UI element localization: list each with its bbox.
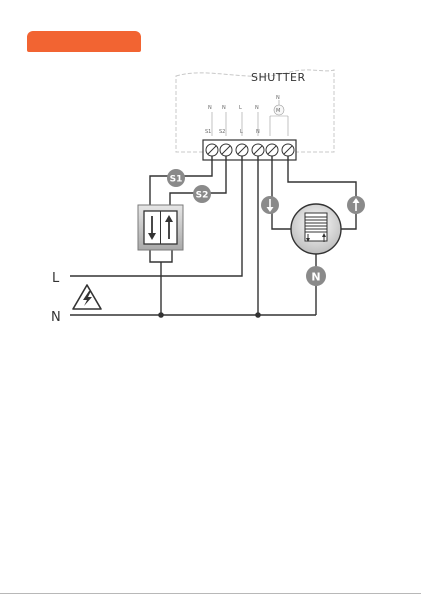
device-title: SHUTTER [251, 71, 306, 84]
warning-icon [73, 285, 101, 309]
badge-s2: S2 [193, 185, 211, 203]
svg-text:N: N [311, 271, 320, 284]
terminal-label-l: L [240, 129, 243, 135]
up-arrow-badge [347, 196, 365, 214]
badge-neutral: N [306, 266, 326, 286]
motor-symbol: M [276, 108, 280, 114]
terminal-top-label: N [255, 105, 259, 111]
terminal-top-label: N [276, 95, 280, 101]
terminal-top-label: N [222, 105, 226, 111]
junction-dot [158, 312, 164, 318]
svg-text:S2: S2 [196, 191, 209, 201]
terminal-label-n: N [256, 129, 260, 135]
down-arrow-badge [261, 196, 279, 214]
shutter-motor [291, 204, 341, 254]
bottom-rule [0, 593, 421, 594]
terminal-top-label: L [239, 105, 242, 111]
live-line-label: L [52, 271, 60, 286]
terminal-label-s1: S1 [205, 129, 211, 135]
terminal-top-label: N [208, 105, 212, 111]
junction-dot [255, 312, 261, 318]
terminal-label-s2: S2 [219, 129, 225, 135]
svg-text:S1: S1 [170, 175, 183, 185]
switch [138, 205, 183, 250]
neutral-line-label: N [51, 310, 61, 325]
badge-s1: S1 [167, 169, 185, 187]
